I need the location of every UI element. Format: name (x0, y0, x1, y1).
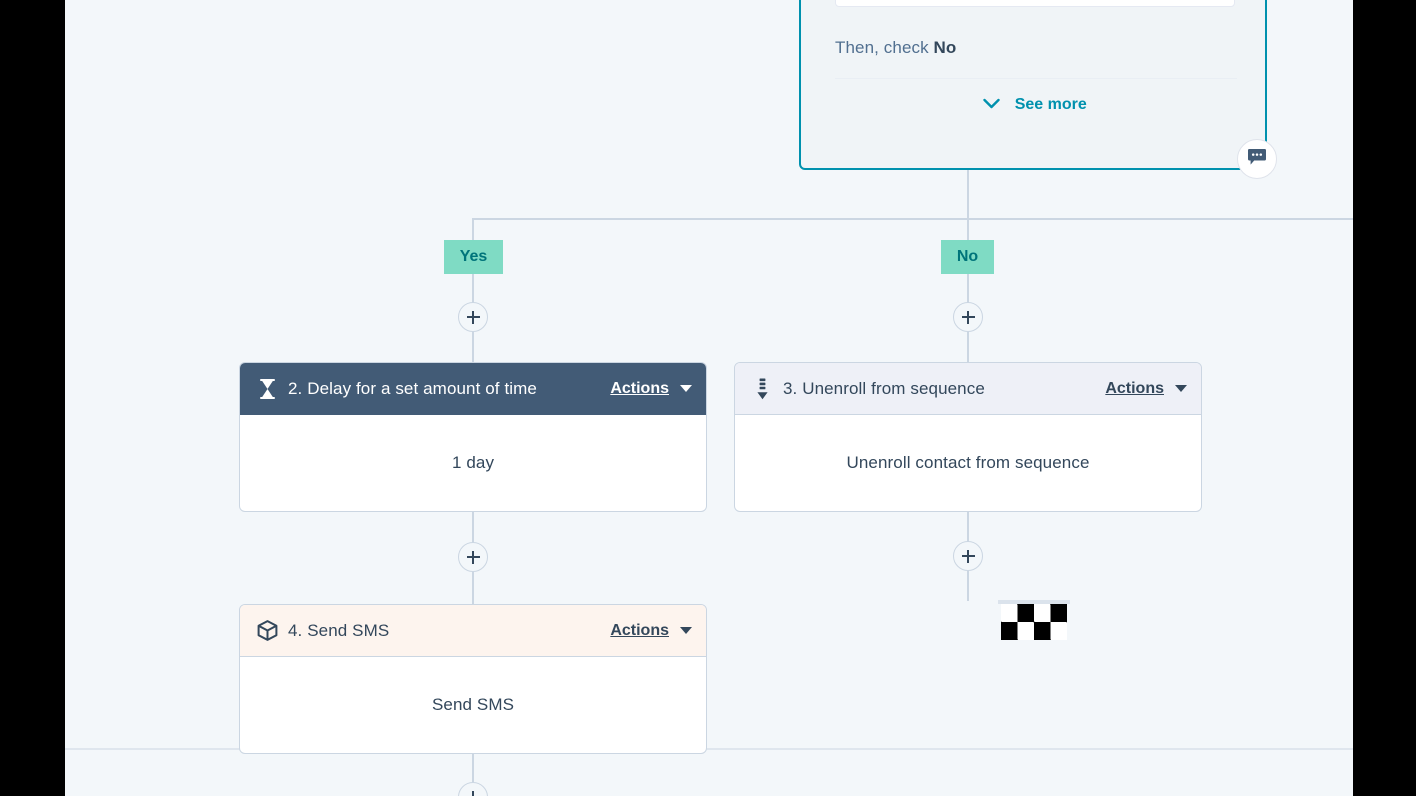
connector-yes-to-badge (472, 218, 474, 240)
card-title-delay: 2. Delay for a set amount of time (288, 378, 537, 398)
caret-down-icon[interactable] (680, 385, 692, 392)
branch-label-no[interactable]: No (941, 240, 994, 274)
decision-branch-card[interactable]: Then, check No See more (799, 0, 1267, 170)
cube-package-icon (256, 620, 278, 642)
add-step-button-yes-bottom[interactable] (458, 782, 488, 796)
see-more-label: See more (1014, 96, 1087, 113)
branch-label-no-text: No (956, 248, 979, 265)
add-step-button-yes-middle[interactable] (458, 542, 488, 572)
hourglass-icon (256, 378, 278, 400)
connector-yes-plus-to-delay (472, 332, 474, 362)
connector-delay-to-plus (472, 505, 474, 543)
decision-input-box[interactable] (835, 0, 1235, 7)
card-actions-unenroll[interactable]: Actions (1105, 379, 1164, 397)
decision-then-value: No (933, 38, 957, 57)
card-actions-send-sms[interactable]: Actions (610, 621, 669, 639)
connector-yes-badge-to-plus (472, 274, 474, 303)
connector-branch-bar (472, 218, 1353, 220)
card-actions-delay[interactable]: Actions (610, 379, 669, 397)
workflow-card-unenroll[interactable]: 3. Unenroll from sequence Actions Unenro… (734, 362, 1202, 512)
connector-no-to-badge (967, 218, 969, 240)
workflow-card-delay[interactable]: 2. Delay for a set amount of time Action… (239, 362, 707, 512)
card-body-unenroll: Unenroll contact from sequence (846, 453, 1090, 472)
connector-no-plus-to-unenroll (967, 332, 969, 362)
connector-decision-stem (967, 169, 969, 220)
see-more-button[interactable]: See more (801, 96, 1269, 114)
card-title-unenroll: 3. Unenroll from sequence (783, 378, 985, 398)
card-title-send-sms: 4. Send SMS (288, 620, 390, 640)
decision-then-text: Then, check No (835, 38, 956, 58)
connector-no-badge-to-plus (967, 274, 969, 303)
broken-image-top-bar (998, 600, 1070, 604)
add-step-button-no-top[interactable] (953, 302, 983, 332)
branch-label-yes-text: Yes (459, 248, 488, 265)
workflow-card-send-sms[interactable]: 4. Send SMS Actions Send SMS (239, 604, 707, 754)
broken-image-placeholder (1001, 604, 1067, 640)
decision-then-prefix: Then, check (835, 38, 929, 57)
connector-sms-to-bottom-plus (472, 748, 474, 782)
connector-plus-to-sms (472, 572, 474, 605)
comment-bubble-button[interactable] (1237, 139, 1277, 179)
card-body-delay: 1 day (451, 453, 495, 472)
card-header-send-sms: 4. Send SMS Actions (240, 605, 706, 657)
canvas-bottom-divider (65, 748, 1353, 750)
card-header-delay: 2. Delay for a set amount of time Action… (240, 363, 706, 415)
card-header-unenroll: 3. Unenroll from sequence Actions (735, 363, 1201, 415)
caret-down-icon[interactable] (1175, 385, 1187, 392)
connector-unenroll-to-plus (967, 504, 969, 542)
chevron-down-icon (983, 96, 1000, 114)
decision-divider (835, 78, 1237, 79)
comment-bubble-icon (1247, 148, 1267, 171)
unenroll-arrow-icon (751, 378, 773, 400)
connector-plus-to-placeholder (967, 571, 969, 601)
caret-down-icon[interactable] (680, 627, 692, 634)
branch-label-yes[interactable]: Yes (444, 240, 503, 274)
add-step-button-yes-top[interactable] (458, 302, 488, 332)
add-step-button-no-middle[interactable] (953, 541, 983, 571)
card-body-send-sms: Send SMS (431, 695, 515, 714)
workflow-canvas[interactable]: Then, check No See more (65, 0, 1353, 796)
